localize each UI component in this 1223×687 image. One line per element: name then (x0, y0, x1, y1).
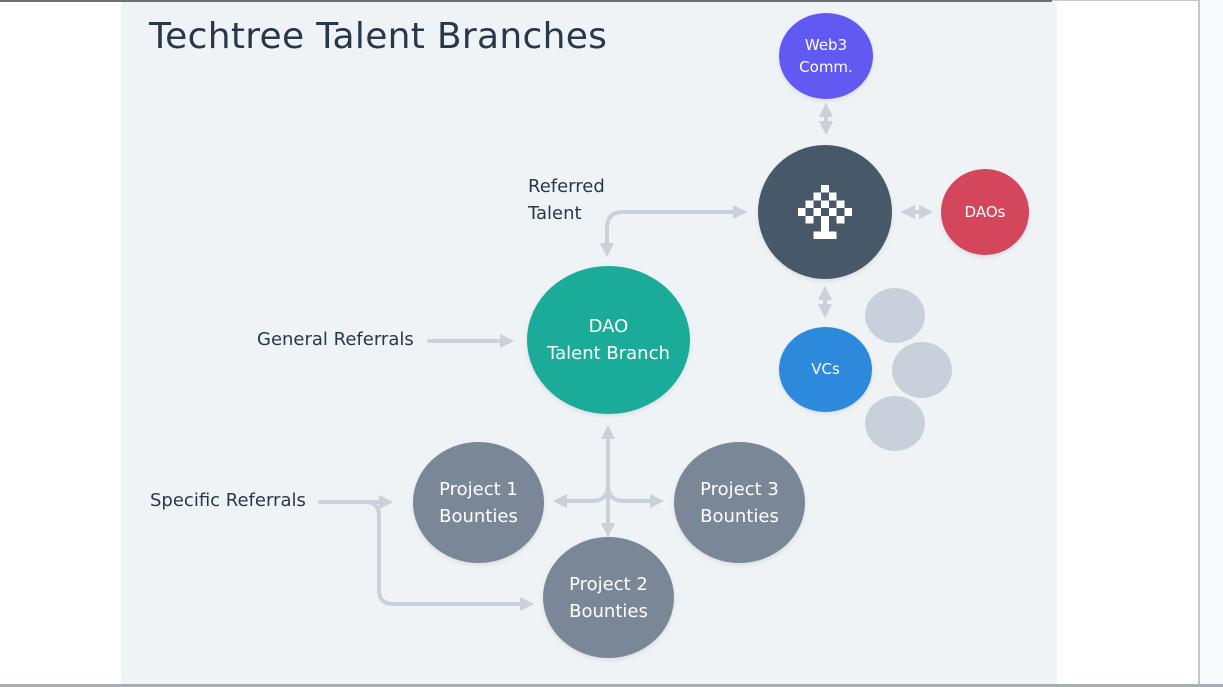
arrow-referred-talent (599, 204, 748, 258)
window-top-border-light (1052, 0, 1199, 1)
node-daos-label: DAOs (964, 202, 1006, 221)
node-dao-line-2: Talent Branch (547, 343, 670, 364)
node-project2-line-2: Bounties (569, 600, 648, 622)
node-dao-talent-branch[interactable]: DAO Talent Branch (527, 266, 690, 414)
right-scroll-strip[interactable] (1200, 0, 1223, 687)
node-web3-line-2: Comm. (799, 58, 853, 76)
arrow-specific-referrals-p2 (364, 500, 535, 612)
page-title: Techtree Talent Branches (149, 16, 608, 57)
node-project1-line-1: Project 1 (439, 478, 518, 500)
node-project1-line-2: Bounties (439, 505, 518, 527)
window-top-border (0, 0, 1052, 2)
referred-talent-line-2: Talent (528, 203, 582, 224)
placeholder-node-3 (865, 396, 925, 451)
right-divider[interactable] (1198, 0, 1200, 687)
node-web3-community[interactable]: Web3 Comm. (779, 13, 873, 99)
node-web3-line-1: Web3 (804, 35, 848, 54)
pixel-tree-icon (798, 185, 852, 239)
node-vcs-label: VCs (811, 360, 840, 379)
specific-referrals-label: Specific Referrals (150, 490, 306, 511)
node-project-2-bounties[interactable]: Project 2 Bounties (543, 537, 674, 658)
referred-talent-label: Referred Talent (528, 173, 605, 227)
placeholder-node-1 (865, 288, 925, 343)
node-project3-line-2: Bounties (700, 505, 779, 527)
node-project-3-bounties[interactable]: Project 3 Bounties (674, 442, 805, 563)
general-referrals-label: General Referrals (257, 329, 414, 350)
node-project3-line-1: Project 3 (700, 478, 779, 500)
window-bottom-border (0, 684, 1223, 687)
node-dao-line-1: DAO (588, 316, 629, 337)
arrow-branch-right (606, 483, 665, 509)
node-vcs[interactable]: VCs (779, 327, 872, 412)
node-project2-line-1: Project 2 (569, 573, 648, 595)
node-techtree[interactable] (758, 145, 892, 279)
placeholder-node-2 (892, 342, 952, 398)
referred-talent-line-1: Referred (528, 176, 605, 197)
node-daos[interactable]: DAOs (941, 169, 1029, 255)
arrow-branch-left (552, 483, 610, 509)
node-project-1-bounties[interactable]: Project 1 Bounties (413, 442, 544, 563)
